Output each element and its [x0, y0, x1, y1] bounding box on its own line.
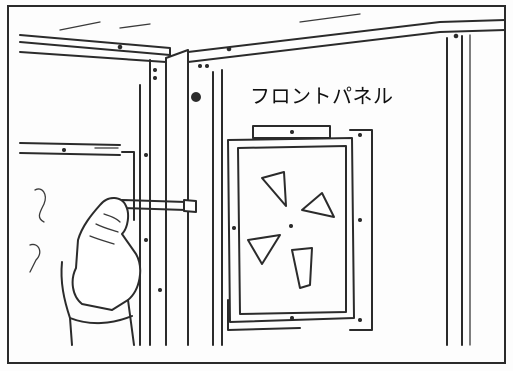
side-rail	[19, 142, 121, 156]
right-frame-uprights	[212, 34, 471, 346]
front-panel-label: フロントパネル	[250, 84, 394, 108]
left-corner-post	[139, 49, 209, 346]
front-panel	[227, 125, 373, 331]
screwdriver	[121, 151, 197, 221]
operator-hand	[29, 188, 142, 346]
figure-border	[7, 5, 506, 364]
top-frame-beams	[19, 13, 506, 63]
